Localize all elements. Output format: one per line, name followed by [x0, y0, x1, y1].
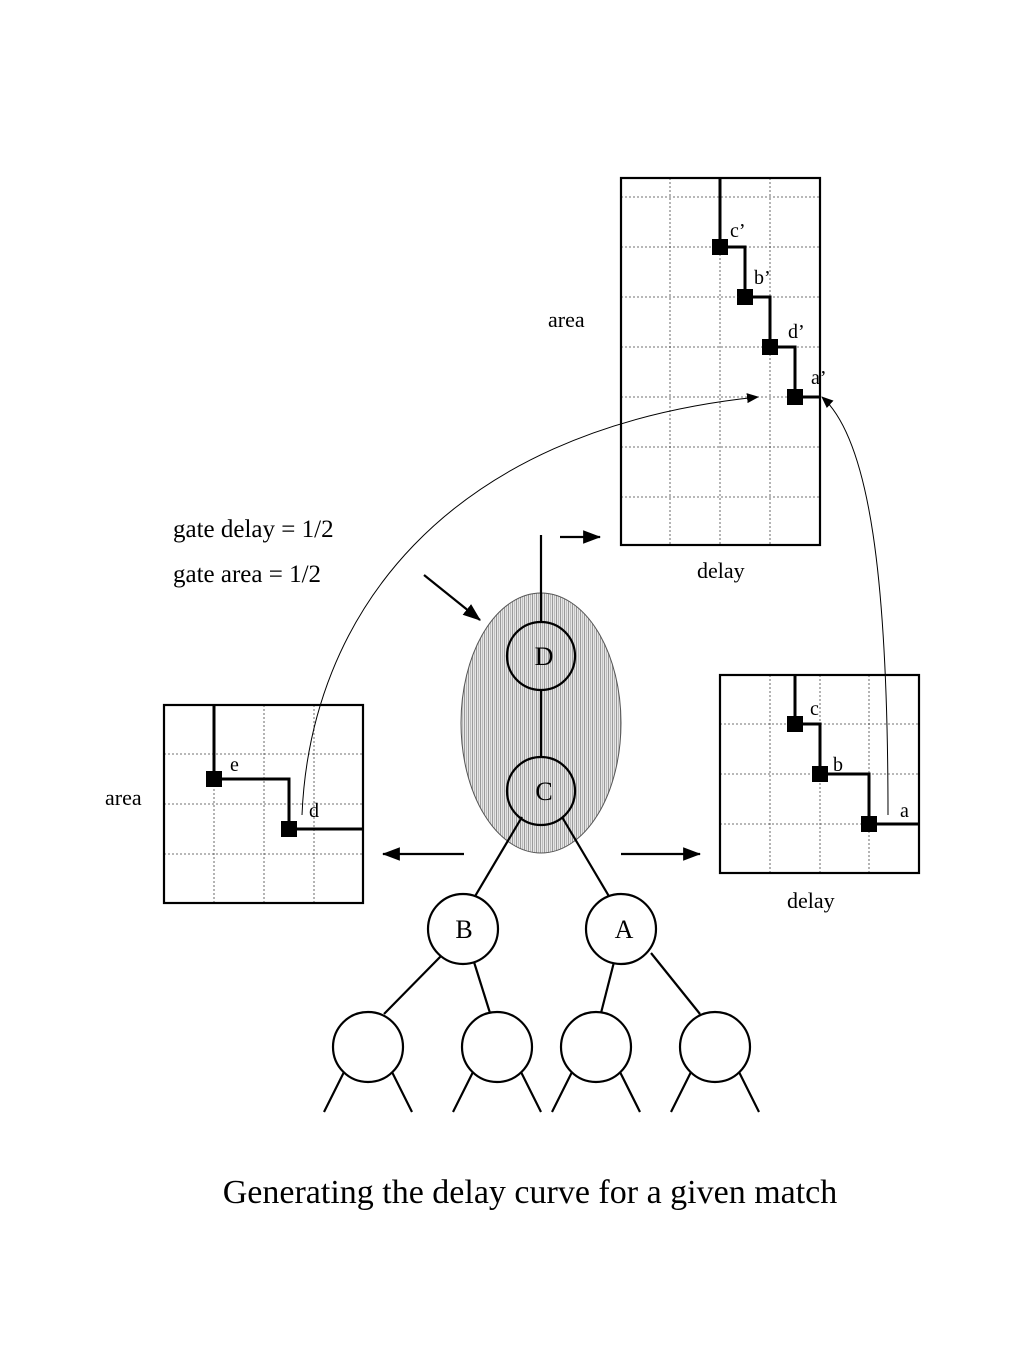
plot-left-curve — [212, 705, 363, 831]
edge-b-leaf1 — [383, 954, 443, 1015]
curve-arrow-right-to-top — [821, 396, 889, 816]
arrow-to-match — [423, 574, 481, 621]
figure-caption: Generating the delay curve for a given m… — [223, 1174, 838, 1211]
plot-top-label-a-prime: a’ — [811, 367, 827, 389]
plot-top-point-c-prime — [712, 239, 728, 255]
plot-right-xlabel: delay — [787, 888, 835, 913]
edge-b-leaf2 — [472, 961, 492, 1014]
stub-3b — [619, 1071, 641, 1113]
stub-2a — [452, 1071, 474, 1113]
edge-c-a — [561, 816, 611, 899]
node-b-label: B — [455, 915, 472, 944]
plot-top: c’ b’ d’ a’ area delay — [548, 176, 827, 583]
plot-top-label-b-prime: b’ — [754, 267, 771, 289]
gate-area-text: gate area = 1/2 — [173, 561, 321, 588]
plot-right-label-b: b — [833, 754, 843, 776]
plot-right-grid — [720, 675, 919, 873]
plot-right: c b a delay — [718, 673, 921, 913]
node-leaf-1 — [331, 1010, 405, 1084]
plot-left-point-e — [206, 771, 222, 787]
plot-left-point-d — [281, 821, 297, 837]
edge-c-b — [473, 816, 523, 899]
match-tree: D C B A — [323, 535, 760, 1113]
plot-left: e d area — [105, 703, 365, 905]
node-leaf-3 — [559, 1010, 633, 1084]
node-a-label: A — [615, 915, 634, 944]
node-c-label: C — [535, 777, 552, 806]
stub-2b — [520, 1071, 542, 1113]
gate-delay-text: gate delay = 1/2 — [173, 516, 334, 543]
plot-top-point-d-prime — [762, 339, 778, 355]
plot-right-point-a — [861, 816, 877, 832]
plot-left-frame — [162, 703, 365, 905]
plot-top-xlabel: delay — [697, 558, 745, 583]
node-leaf-2 — [460, 1010, 534, 1084]
plot-right-label-c: c — [810, 698, 819, 720]
stub-3a — [551, 1071, 573, 1113]
node-d-label: D — [535, 642, 554, 671]
stub-4a — [670, 1071, 692, 1113]
node-leaf-4 — [678, 1010, 752, 1084]
node-c — [505, 755, 577, 827]
node-a — [584, 892, 658, 966]
node-d — [505, 620, 577, 692]
stub-1a — [323, 1071, 345, 1113]
edge-a-leaf3 — [599, 961, 616, 1014]
plot-top-label-c-prime: c’ — [730, 220, 746, 242]
curve-arrow-left-to-top — [301, 393, 759, 816]
plot-left-label-d: d — [309, 800, 319, 822]
plot-top-point-b-prime — [737, 289, 753, 305]
plot-top-label-d-prime: d’ — [788, 321, 805, 343]
plot-right-frame — [718, 673, 921, 875]
plot-top-curve — [718, 178, 820, 399]
plot-right-label-a: a — [900, 800, 909, 822]
plot-left-label-e: e — [230, 754, 239, 776]
stub-4b — [738, 1071, 760, 1113]
plot-right-point-c — [787, 716, 803, 732]
plot-left-grid — [164, 705, 363, 903]
plot-top-point-a-prime — [787, 389, 803, 405]
node-b — [426, 892, 500, 966]
plot-top-ylabel: area — [548, 307, 585, 332]
edge-a-leaf4 — [650, 952, 701, 1015]
plot-right-point-b — [812, 766, 828, 782]
plot-left-ylabel: area — [105, 785, 142, 810]
stub-1b — [391, 1071, 413, 1113]
